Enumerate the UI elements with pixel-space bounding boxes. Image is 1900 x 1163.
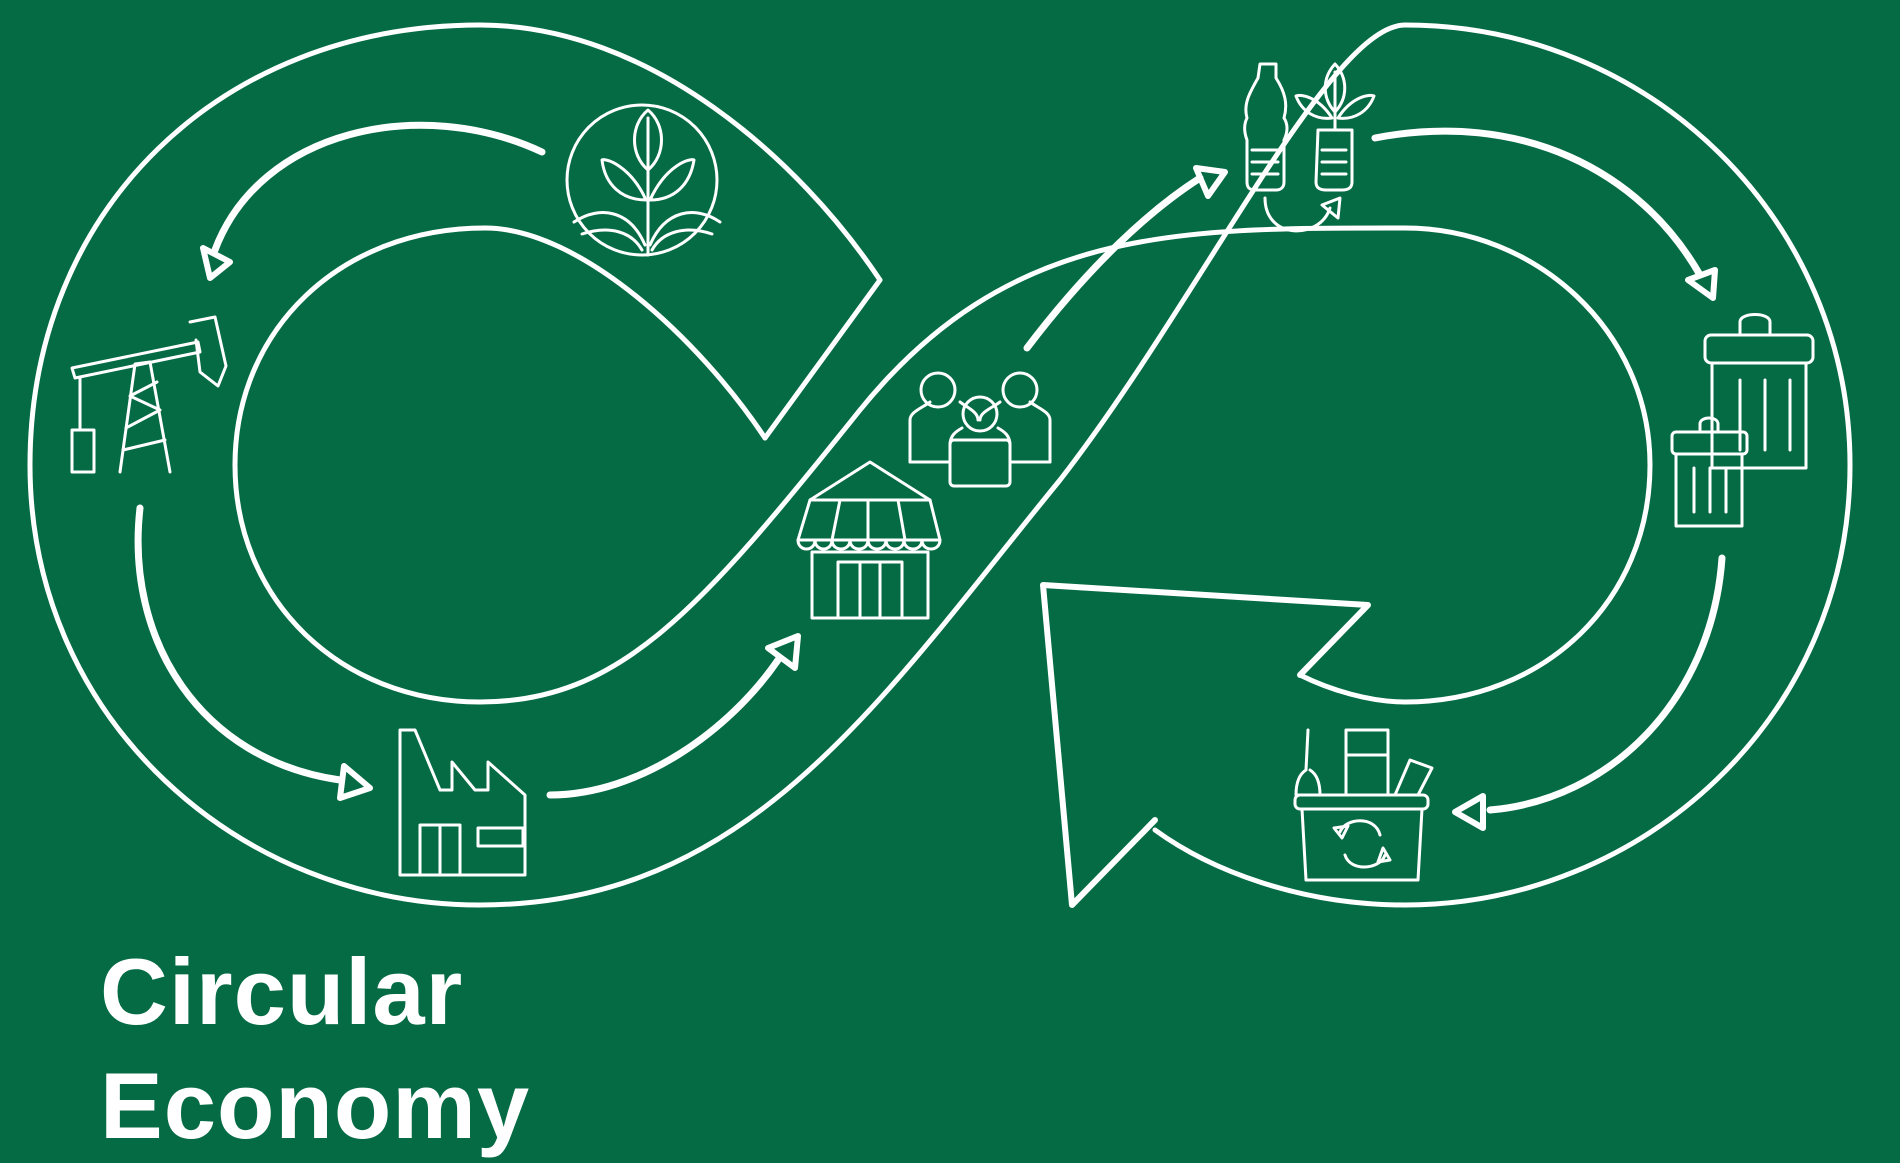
plant-in-circle-icon bbox=[567, 105, 720, 255]
loop-arrowhead-right bbox=[1043, 585, 1368, 905]
arrow-people-to-bottle-head bbox=[1196, 168, 1225, 196]
shop-icon bbox=[798, 462, 940, 618]
title-line-2: Economy bbox=[100, 1053, 531, 1158]
factory-icon bbox=[400, 730, 525, 875]
arrow-factory-to-shop-head bbox=[768, 636, 798, 668]
title-line-1: Circular bbox=[100, 939, 464, 1044]
arrow-plant-to-pump-head bbox=[203, 248, 230, 278]
arrow-pump-to-factory bbox=[138, 508, 340, 780]
infinity-outer-loop bbox=[30, 25, 1850, 905]
arrow-bottle-to-bins-head bbox=[1688, 270, 1715, 298]
arrow-plant-to-pump bbox=[215, 125, 542, 250]
arrow-factory-to-shop bbox=[550, 660, 778, 795]
oil-pumpjack-icon bbox=[72, 317, 226, 472]
recycling-basket-icon bbox=[1295, 730, 1432, 880]
loop-arrowhead-left bbox=[765, 280, 880, 438]
trash-bins-icon bbox=[1672, 315, 1813, 527]
arrow-people-to-bottle bbox=[1027, 178, 1200, 348]
infinity-inner-loop bbox=[235, 228, 1650, 702]
arrow-bottle-to-bins bbox=[1375, 131, 1700, 275]
arrow-bins-to-basket bbox=[1490, 558, 1722, 810]
arrow-bins-to-basket-head bbox=[1455, 796, 1483, 828]
bottle-and-plant-icon bbox=[1245, 64, 1374, 231]
diagram-title: Circular Economy bbox=[100, 935, 530, 1163]
arrow-pump-to-factory-head bbox=[340, 766, 370, 798]
people-icon bbox=[910, 373, 1050, 486]
